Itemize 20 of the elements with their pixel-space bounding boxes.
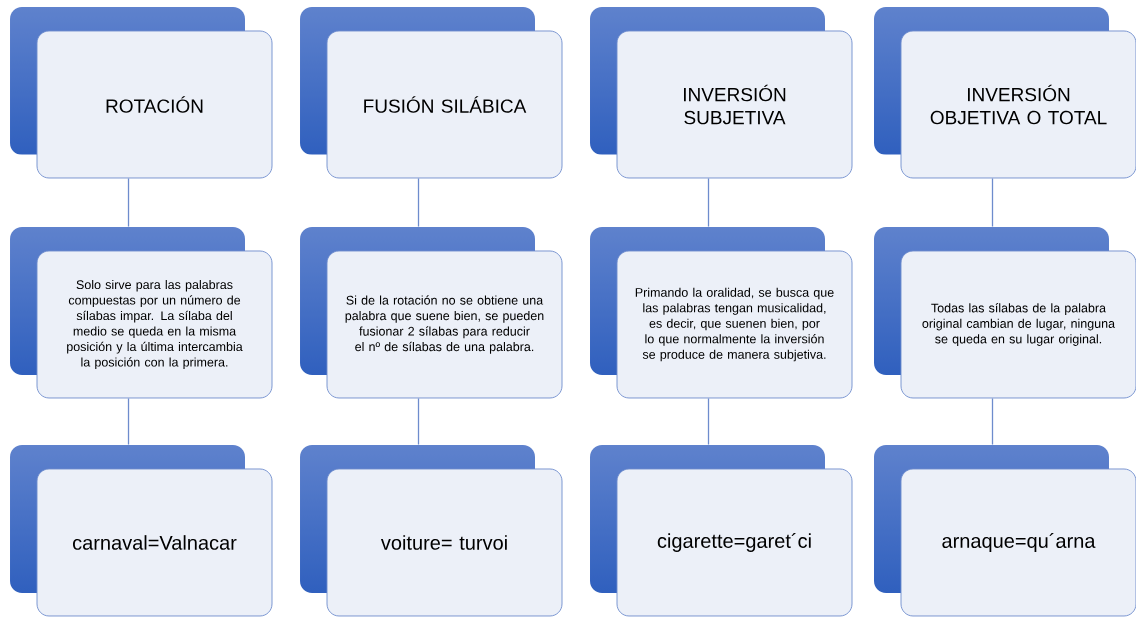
card: INVERSIÓN SUBJETIVA — [616, 30, 853, 179]
card: Si de la rotación no se obtiene una palabra que suene bien, se pueden fusionar 2 sílabas para reducir el nº de sílabas de una palabra. — [326, 250, 563, 399]
connector-line — [991, 397, 994, 446]
connector-line — [707, 177, 710, 228]
card: voiture= turvoi — [326, 468, 563, 617]
card: Solo sirve para las palabras compuestas por un número de sílabas impar. La sílaba del medio se queda en la misma posición y la última intercambia la posición con la primera. — [36, 250, 273, 399]
card: arnaque=qu´arna — [900, 468, 1136, 617]
card: FUSIÓN SILÁBICA — [326, 30, 563, 179]
connector-line — [127, 397, 130, 446]
card: cigarette=garet´ci — [616, 468, 853, 617]
card: carnaval=Valnacar — [36, 468, 273, 617]
connector-line — [127, 177, 130, 228]
connector-line — [991, 177, 994, 228]
connector-line — [707, 397, 710, 446]
card: Primando la oralidad, se busca que las palabras tengan musicalidad, es decir, que suenen bien, por lo que normalmente la inversión se produce de manera subjetiva. — [616, 250, 853, 399]
connector-line — [417, 177, 420, 228]
connector-line — [417, 397, 420, 446]
card: ROTACIÓN — [36, 30, 273, 179]
card: Todas las sílabas de la palabra original cambian de lugar, ninguna se queda en su lugar original. — [900, 250, 1136, 399]
card: INVERSIÓN OBJETIVA O TOTAL — [900, 30, 1136, 179]
